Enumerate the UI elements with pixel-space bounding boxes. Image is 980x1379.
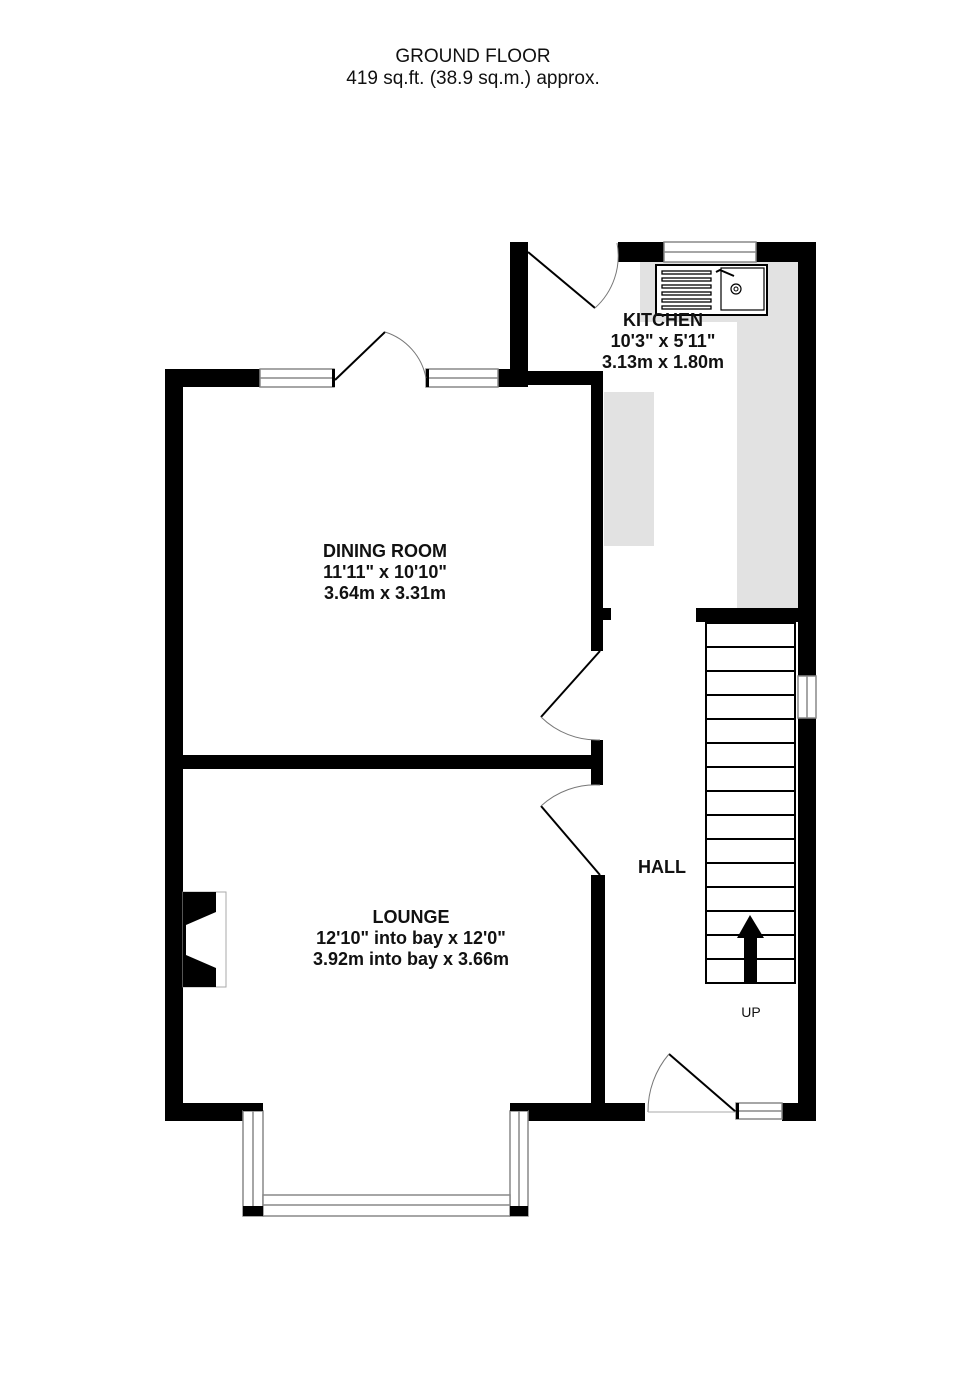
room-label-lounge: LOUNGE 12'10" into bay x 12'0" 3.92m int… (312, 907, 510, 969)
room-label-dining-room: DINING ROOM 11'11" x 10'10" 3.64m x 3.31… (323, 541, 447, 603)
windows (242, 241, 817, 1217)
doors (334, 242, 737, 1113)
stairs-up-label: UP (741, 1004, 761, 1020)
walls (165, 242, 816, 1121)
room-label-kitchen: KITCHEN 10'3" x 5'11" 3.13m x 1.80m (601, 310, 725, 372)
stairs-up-arrow-icon (737, 915, 764, 983)
floor-area: 419 sq.ft. (38.9 sq.m.) approx. (346, 68, 600, 89)
room-label-hall: HALL (638, 857, 686, 877)
floor-title: GROUND FLOOR (395, 46, 551, 67)
sink-unit (655, 264, 768, 316)
floor-header: GROUND FLOOR 419 sq.ft. (38.9 sq.m.) app… (0, 46, 946, 90)
bay-window-posts (243, 369, 739, 1216)
fireplace (182, 891, 227, 988)
